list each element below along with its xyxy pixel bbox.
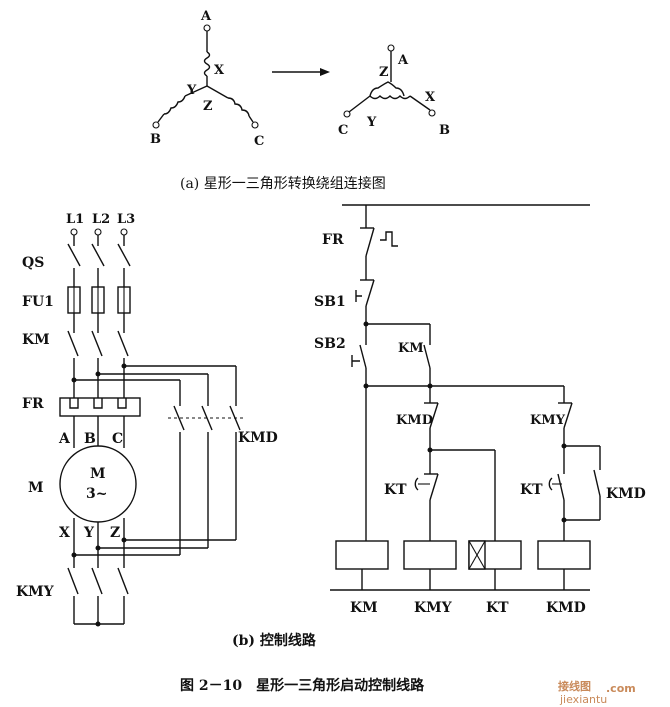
kmd-interlock-contact <box>429 402 439 429</box>
delta-terminal-c <box>343 110 351 118</box>
qs-blade-1 <box>67 243 81 267</box>
label-terminal-a: A <box>58 431 71 447</box>
delta-winding-bottom <box>369 95 411 100</box>
motor-name: M <box>90 466 106 482</box>
label-fu1: FU1 <box>22 294 54 310</box>
label-km-hold: KM <box>398 341 424 356</box>
delta-winding-top <box>369 81 405 97</box>
terminal-a <box>203 24 211 32</box>
kt-delay-contact-left <box>429 473 439 501</box>
kmy-contact-1 <box>67 567 79 595</box>
kmy-interlock-contact <box>563 402 573 429</box>
label-m: M <box>28 480 44 496</box>
delta-label-a: A <box>397 53 409 68</box>
label-l3: L3 <box>117 212 135 227</box>
label-terminal-b: B <box>84 431 96 447</box>
label-kt-left: KT <box>384 482 407 498</box>
delta-label-b: B <box>439 123 450 138</box>
coil-label-kt: KT <box>486 600 509 616</box>
km-contact-1 <box>67 330 79 357</box>
motor <box>59 445 137 523</box>
fr-thermal-relay <box>59 397 141 417</box>
label-kmd-right: KMD <box>606 486 646 502</box>
kt-delay-contact-right <box>557 473 565 501</box>
label-sb2: SB2 <box>314 336 346 352</box>
delta-label-y: Y <box>366 115 377 130</box>
label-km-main: KM <box>22 332 50 348</box>
label-sb1: SB1 <box>314 294 346 310</box>
kmd-hold-contact <box>593 469 601 497</box>
control-circuit: FR SB1 SB2 KM KMD <box>314 204 646 616</box>
delta-label-c: C <box>338 123 348 138</box>
star-connection: A X Y Z B C <box>150 9 264 149</box>
coil-kmy <box>403 540 457 570</box>
label-l2: L2 <box>92 212 110 227</box>
delta-connection: A Z X Y C B <box>338 44 450 138</box>
watermark-site: 接线图 <box>558 679 591 693</box>
qs-blade-2 <box>91 243 105 267</box>
sb2-button <box>359 344 367 369</box>
watermark: 接线图 .com jiexiantu <box>558 679 636 706</box>
label-kmd-contact: KMD <box>396 413 433 428</box>
power-circuit: L1 L2 L3 QS FU1 KM <box>16 212 278 627</box>
sb1-button <box>365 279 375 307</box>
label-terminal-y: Y <box>83 525 95 541</box>
label-fr-main: FR <box>22 396 44 412</box>
star-label-a: A <box>200 9 212 24</box>
winding-by <box>163 95 186 115</box>
km-hold-contact <box>423 344 431 369</box>
motor-phase: 3~ <box>86 486 107 502</box>
label-fr-control: FR <box>322 232 344 248</box>
star-label-y: Y <box>186 83 197 98</box>
kmd-contact-1 <box>173 405 185 431</box>
delta-terminal-b <box>428 109 436 117</box>
label-terminal-z: Z <box>110 525 120 541</box>
star-label-c: C <box>254 134 264 149</box>
delta-label-z: Z <box>379 65 389 80</box>
figure-caption: 图 2－10 星形一三角形启动控制线路 <box>180 677 425 694</box>
label-qs: QS <box>22 255 44 271</box>
star-label-x: X <box>214 63 225 78</box>
label-terminal-x: X <box>59 525 70 541</box>
fr-nc-contact <box>365 227 375 257</box>
watermark-domain: .com <box>606 682 636 695</box>
star-label-b: B <box>150 132 161 147</box>
kmy-contact-2 <box>91 567 103 595</box>
terminal-b <box>152 121 160 129</box>
label-kt-right: KT <box>520 482 543 498</box>
caption-a: (a) 星形一三角形转换绕组连接图 <box>180 175 386 192</box>
delta-terminal-a <box>387 44 395 52</box>
coil-label-kmy: KMY <box>414 600 453 616</box>
watermark-url: jiexiantu <box>559 693 607 706</box>
kmy-contact-3 <box>117 567 129 595</box>
qs-blade-3 <box>117 243 131 267</box>
km-contact-2 <box>91 330 103 357</box>
winding-cz <box>227 97 250 117</box>
winding-ax <box>203 51 211 77</box>
coil-kmd <box>537 540 591 570</box>
terminal-c <box>251 121 259 129</box>
label-l1: L1 <box>66 212 84 227</box>
km-contact-3 <box>117 330 129 357</box>
caption-b: (b) 控制线路 <box>232 632 317 649</box>
coil-label-km: KM <box>350 600 378 616</box>
coil-km <box>335 540 389 570</box>
label-kmd-power: KMD <box>238 430 278 446</box>
label-kmy-power: KMY <box>16 584 55 600</box>
coil-label-kmd: KMD <box>546 600 586 616</box>
label-terminal-c: C <box>112 431 123 447</box>
label-kmy-contact: KMY <box>530 413 566 428</box>
star-label-z: Z <box>203 99 213 114</box>
delta-label-x: X <box>425 90 436 105</box>
transform-arrow <box>272 68 330 76</box>
